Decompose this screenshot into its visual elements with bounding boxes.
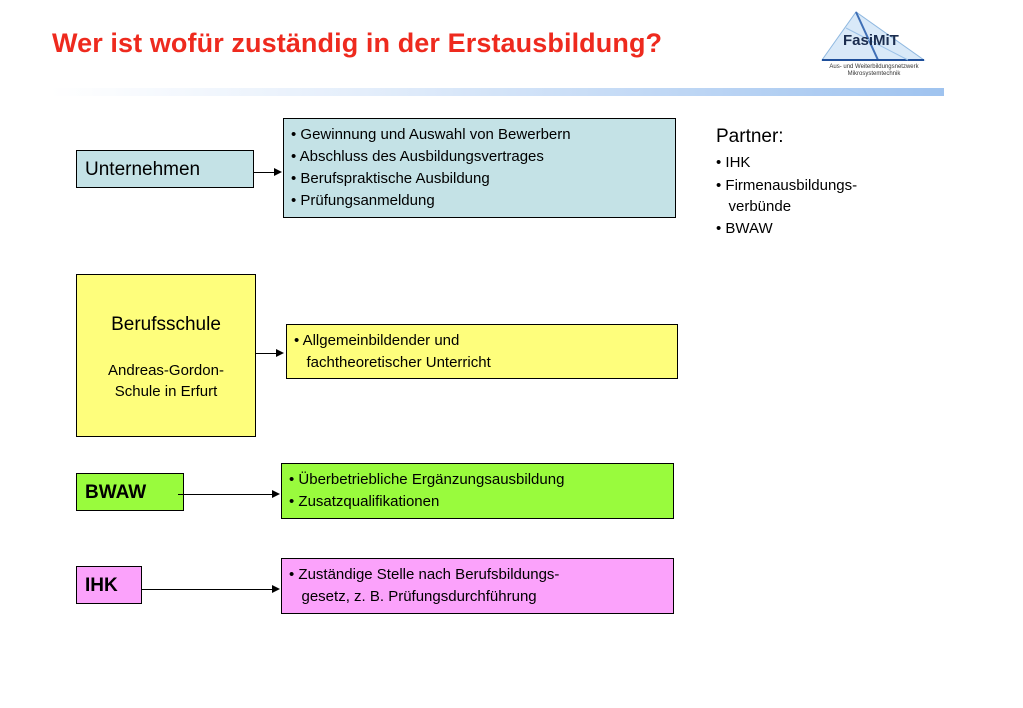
partner-item: • BWAW xyxy=(716,220,773,237)
slide-title: Wer ist wofür zuständig in der Erstausbi… xyxy=(52,28,663,58)
ihk-box: IHK xyxy=(76,566,142,604)
logo-subtitle-line1: Aus- und Weiterbildungsnetzwerk xyxy=(829,64,919,70)
task-item: • Überbetriebliche Ergänzungsausbildung xyxy=(289,471,565,488)
ihk-connector xyxy=(142,589,272,590)
partner-list: Partner: • IHK • Firmenausbildungs- verb… xyxy=(716,126,857,240)
partner-heading: Partner: xyxy=(716,126,784,147)
bwaw-tasks-box: • Überbetriebliche Ergänzungsausbildung … xyxy=(281,463,674,519)
task-item: fachtheoretischer Unterricht xyxy=(294,354,491,371)
bwaw-connector xyxy=(178,494,272,495)
bwaw-arrowhead-icon xyxy=(272,490,280,498)
bwaw-label: BWAW xyxy=(85,482,147,503)
task-item: • Abschluss des Ausbildungsvertrages xyxy=(291,148,544,165)
ihk-tasks-box: • Zuständige Stelle nach Berufsbildungs-… xyxy=(281,558,674,614)
berufsschule-sub-line2: Schule in Erfurt xyxy=(114,383,218,400)
task-item: • Prüfungsanmeldung xyxy=(291,192,435,209)
unternehmen-arrowhead-icon xyxy=(274,168,282,176)
unternehmen-tasks-box: • Gewinnung und Auswahl von Bewerbern • … xyxy=(283,118,676,218)
task-item: • Berufspraktische Ausbildung xyxy=(291,170,490,187)
unternehmen-box: Unternehmen xyxy=(76,150,254,188)
title-underline-bar xyxy=(50,88,944,96)
ihk-label: IHK xyxy=(85,575,118,596)
task-item: • Zusatzqualifikationen xyxy=(289,493,440,510)
logo-subtitle: Aus- und Weiterbildungsnetzwerk Mikrosys… xyxy=(812,64,936,78)
task-item: • Gewinnung und Auswahl von Bewerbern xyxy=(291,126,571,143)
logo-name: FasiMiT xyxy=(843,32,899,49)
partner-item: verbünde xyxy=(716,198,792,215)
logo-subtitle-line2: Mikrosystemtechnik xyxy=(847,71,901,77)
task-item: • Allgemeinbildender und xyxy=(294,332,460,349)
unternehmen-connector xyxy=(254,172,274,173)
ihk-arrowhead-icon xyxy=(272,585,280,593)
partner-item: • IHK xyxy=(716,154,751,171)
berufsschule-box: Berufsschule Andreas-Gordon- Schule in E… xyxy=(76,274,256,437)
task-item: • Zuständige Stelle nach Berufsbildungs- xyxy=(289,566,560,583)
berufsschule-arrowhead-icon xyxy=(276,349,284,357)
berufsschule-sub-line1: Andreas-Gordon- xyxy=(108,362,224,379)
fasimit-logo-icon xyxy=(821,11,926,61)
unternehmen-label: Unternehmen xyxy=(85,159,201,180)
berufsschule-label: Berufsschule xyxy=(111,314,221,335)
partner-item: • Firmenausbildungs- xyxy=(716,177,858,194)
berufsschule-tasks-box: • Allgemeinbildender und fachtheoretisch… xyxy=(286,324,678,379)
bwaw-box: BWAW xyxy=(76,473,184,511)
berufsschule-connector xyxy=(256,353,276,354)
task-item: gesetz, z. B. Prüfungsdurchführung xyxy=(289,588,537,605)
